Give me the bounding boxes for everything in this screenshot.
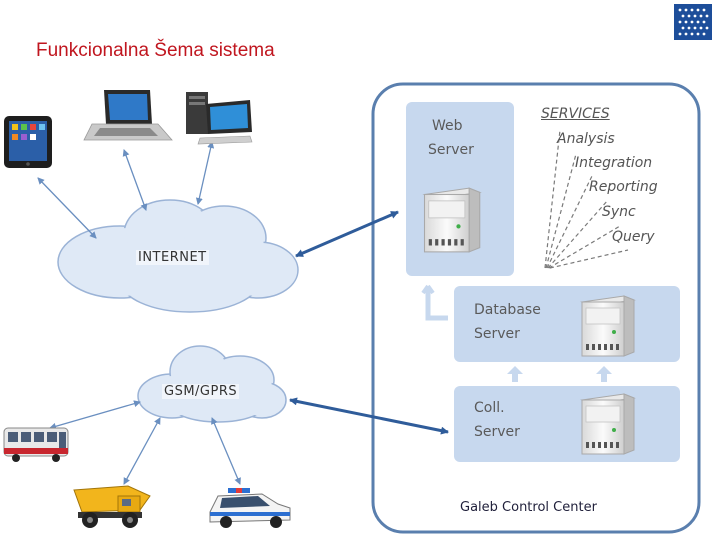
coll-to-db-arrows — [507, 366, 612, 382]
desktop-computer-icon — [186, 92, 253, 145]
control-center-label: Galeb Control Center — [460, 500, 597, 515]
service-analysis: Analysis — [557, 131, 615, 147]
coll-server-label: Coll. Server — [474, 396, 520, 444]
server-icon — [581, 295, 635, 357]
service-integration: Integration — [575, 155, 653, 171]
service-sync: Sync — [602, 204, 636, 220]
web-server-label: Web Server — [428, 114, 474, 162]
company-logo — [674, 4, 712, 40]
service-reporting: Reporting — [589, 179, 658, 195]
gsm-collserver-arrow — [289, 397, 449, 435]
service-dashed-lines — [544, 129, 629, 269]
page-title: Funkcionalna Šema sistema — [36, 40, 275, 61]
database-server-label: Database Server — [474, 298, 541, 346]
web-server-label-line1: Web — [432, 118, 463, 134]
police-car-icon — [209, 488, 291, 528]
web-db-connector — [425, 286, 448, 321]
internet-webserver-arrow — [295, 210, 399, 258]
device-internet-arrows — [37, 141, 215, 239]
laptop-icon — [83, 90, 173, 141]
web-server-label-line2: Server — [428, 142, 474, 158]
server-icon — [581, 393, 635, 455]
database-server-label-line2: Server — [474, 326, 520, 342]
services-heading: SERVICES — [541, 106, 610, 122]
gsm-gprs-label: GSM/GPRS — [162, 384, 240, 399]
server-icon — [423, 187, 481, 253]
service-query: Query — [612, 229, 655, 245]
coll-server-label-line1: Coll. — [474, 400, 505, 416]
tablet-icon — [4, 116, 52, 168]
bus-icon — [3, 427, 69, 462]
internet-label: INTERNET — [136, 250, 209, 265]
coll-server-label-line2: Server — [474, 424, 520, 440]
database-server-label-line1: Database — [474, 302, 541, 318]
dump-truck-icon — [73, 485, 151, 528]
vehicle-gsm-arrows — [49, 400, 241, 485]
